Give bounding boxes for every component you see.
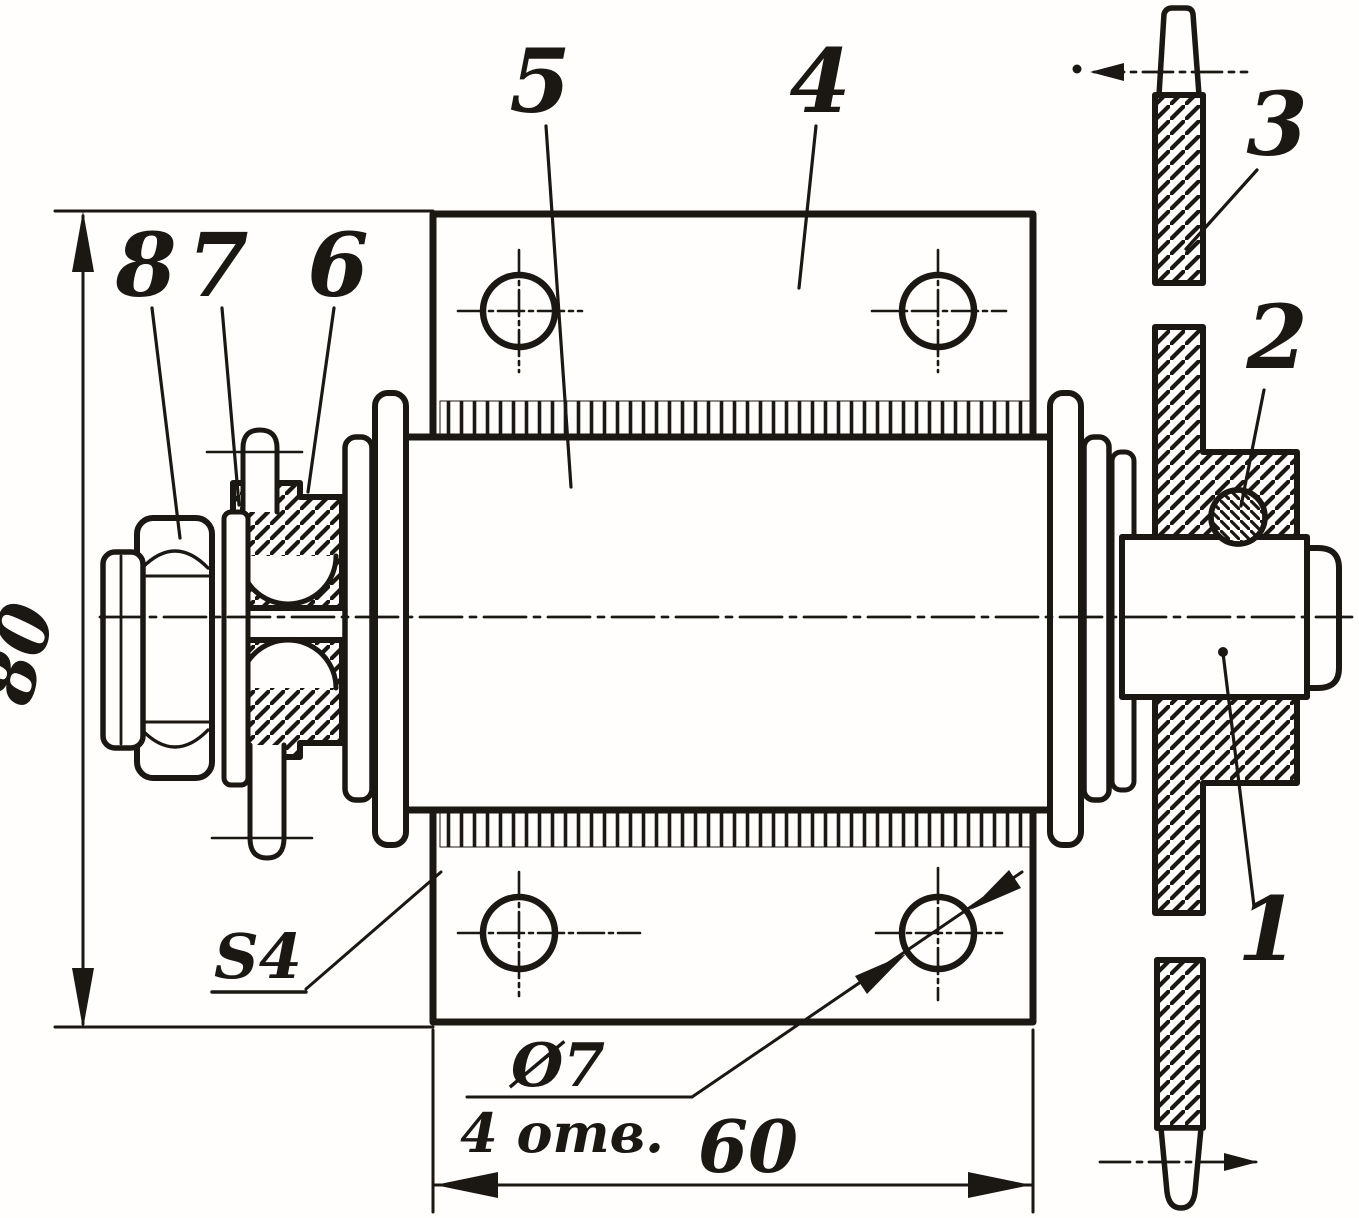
hole-spec-leader [465, 870, 1024, 1099]
plate-hole-top-left [456, 248, 584, 374]
leader-6 [306, 306, 336, 494]
setscrew-ball [1208, 487, 1268, 547]
dim-80-text: 80 [0, 594, 71, 714]
callout-3-label: 3 [1246, 72, 1307, 176]
tab-washer [205, 427, 314, 861]
callout-1-label: 1 [1237, 877, 1298, 981]
knurl-teeth-bottom [439, 810, 1031, 848]
sprocket-rim-top [1152, 92, 1206, 286]
hole-count-text: 4 отв. [460, 1101, 664, 1165]
axle-end-left [100, 549, 146, 751]
pitch-centerline-bottom [1098, 1153, 1258, 1171]
plate-hole-top-right [870, 248, 1008, 374]
callout-8-label: 8 [114, 213, 176, 317]
leader-2 [1239, 388, 1266, 508]
sprocket-web-hub-bottom [1152, 694, 1300, 916]
callout-2-label: 2 [1245, 285, 1307, 389]
callout-leaders [150, 124, 1266, 908]
callout-5-label: 5 [509, 29, 570, 133]
leader-3 [1184, 168, 1259, 251]
sprocket-rim-bottom [1154, 957, 1206, 1131]
pitch-centerline-top [1072, 63, 1249, 81]
top-plate [429, 210, 1037, 441]
hole-diameter-text: Ø7 [508, 1031, 605, 1101]
hub-barrel [400, 433, 1062, 814]
leader-8 [150, 306, 182, 540]
leader-4 [797, 124, 818, 290]
callout-7-label: 7 [187, 213, 248, 317]
callout-6-label: 6 [307, 213, 368, 317]
sprocket-web-hub-top [1152, 324, 1300, 540]
bottom-plate [429, 806, 1037, 1026]
sprocket-tooth-bottom [1158, 1125, 1204, 1211]
left-flange [342, 390, 409, 848]
right-flange [1047, 390, 1112, 848]
flat-washer [221, 509, 251, 788]
leader-5 [544, 124, 573, 489]
leader-1 [1221, 651, 1256, 908]
thickness-leader [210, 870, 443, 994]
dim-60-text: 60 [698, 1104, 798, 1189]
dim-60 [431, 1028, 1035, 1214]
hex-nut [134, 515, 215, 781]
plate-hole-bottom-left [456, 870, 642, 998]
bearing-cone [230, 480, 345, 760]
sheet-thickness-text: S4 [214, 920, 302, 993]
dim-80 [53, 209, 435, 1029]
plate-hole-bottom-right [874, 866, 1004, 1002]
leader-7 [220, 306, 241, 507]
callout-4-label: 4 [789, 29, 850, 133]
sprocket-tooth-top [1156, 5, 1202, 98]
knurl-teeth-top [439, 400, 1031, 438]
